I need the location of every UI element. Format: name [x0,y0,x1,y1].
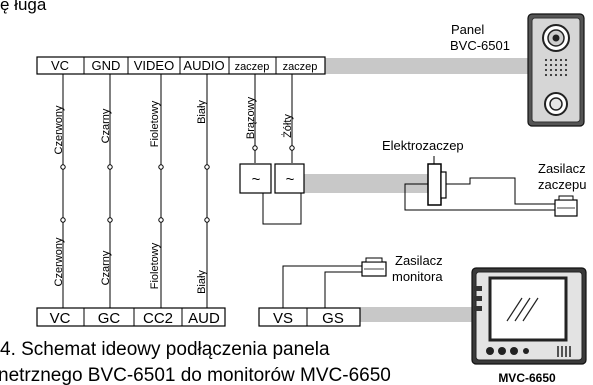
wire-label-brown: Brązowy [245,96,257,139]
top-terminal-strip: VC GND VIDEO AUDIO zaczep zaczep [36,56,326,75]
lock-circuit [262,177,555,225]
relay-symbol-1: ~ [252,171,261,188]
monitor-power-supply: Zasilacz monitora [361,253,443,284]
wire-label-red-lower: Czerwony [53,237,65,286]
terminal-gs: GS [322,310,344,327]
terminal-aud-bottom: AUD [188,310,220,327]
terminal-vs: VS [273,310,293,327]
wire-label-white-upper: Biały [196,100,208,124]
terminal-vc-bottom: VC [50,310,71,327]
monitor-supply-label-2: monitora [392,269,443,284]
caption-line-2: netrznego BVC-6501 do monitorów MVC-6650 [0,365,391,385]
monitor-supply-circuit [282,265,362,308]
monitor-model-label: MVC-6650 [498,371,556,385]
lock-power-supply: Zasilacz zaczepu [538,161,586,217]
bottom-terminal-strip: VC GC CC2 AUD VS GS [36,307,361,327]
lock-label: Elektrozaczep [382,138,464,153]
monitor-supply-label-1: Zasilacz [395,253,443,268]
terminal-cc2-bottom: CC2 [143,310,173,327]
terminal-gc-bottom: GC [98,310,121,327]
wire-label-white-lower: Biały [196,270,208,294]
panel-label-1: Panel [451,22,484,37]
terminal-video-top: VIDEO [134,58,174,73]
electric-lock: Elektrozaczep [382,138,464,206]
terminal-gnd-top: GND [92,58,121,73]
terminal-zaczep-1: zaczep [235,61,270,73]
wire-label-violet-upper: Fioletowy [149,100,161,147]
caption-line-1: 4. Schemat ideowy podłączenia panela [0,339,330,360]
lock-supply-label-2: zaczepu [538,177,586,192]
relay-symbol-2: ~ [286,171,295,188]
lock-wires [252,74,295,163]
monitor-unit: MVC-6650 [471,267,587,385]
terminal-zaczep-2: zaczep [283,61,318,73]
signal-wires [60,74,210,308]
top-cable [324,58,530,74]
wire-label-red-upper: Czerwony [53,105,65,154]
wire-label-black-lower: Czarny [100,250,112,285]
wire-label-yellow: Żółty [281,114,294,138]
panel-label-2: BVC-6501 [450,38,510,53]
header-fragment: ę ługa [0,0,47,14]
bottom-cable [360,307,472,322]
terminal-audio-top: AUDIO [183,58,224,73]
relay-block: ~ ~ [239,163,305,194]
door-panel: Panel BVC-6501 [450,13,585,127]
wire-label-black-upper: Czarny [100,108,112,143]
wire-label-violet-lower: Fioletowy [149,242,161,289]
terminal-vc-top: VC [51,58,69,73]
lock-supply-label-1: Zasilacz [538,161,586,176]
lock-cable [302,174,428,193]
